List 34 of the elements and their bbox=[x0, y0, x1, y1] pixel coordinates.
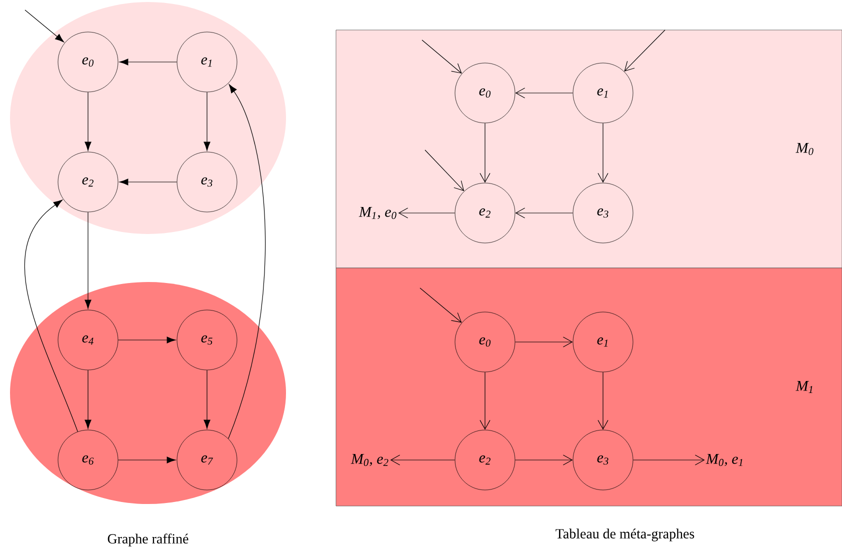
state-reference: M$_{1}$, e$_{0}$ bbox=[358, 206, 396, 220]
arrow bbox=[632, 454, 705, 466]
arrow bbox=[598, 122, 608, 183]
arrow bbox=[84, 370, 92, 429]
arrow bbox=[84, 92, 92, 151]
arrow bbox=[598, 372, 608, 430]
region-ellipse bbox=[10, 282, 286, 504]
arrow bbox=[228, 84, 266, 439]
arrow bbox=[514, 336, 573, 348]
arrow bbox=[480, 372, 490, 430]
arrow bbox=[420, 288, 462, 323]
arrow bbox=[624, 30, 666, 72]
state-reference: M$_{0}$, e$_{2}$ bbox=[350, 454, 388, 466]
arrow bbox=[204, 92, 210, 151]
arrow bbox=[398, 208, 456, 218]
arrow bbox=[24, 200, 78, 432]
state-reference: M$_{0}$, e$_{1}$ bbox=[706, 454, 742, 466]
arrow bbox=[424, 150, 464, 192]
arrow bbox=[84, 212, 92, 309]
arrow bbox=[515, 208, 574, 218]
arrow bbox=[118, 336, 176, 344]
arrow bbox=[118, 456, 176, 464]
arrow bbox=[119, 58, 178, 66]
arrow bbox=[422, 40, 462, 74]
caption: Graphe raffiné bbox=[108, 534, 188, 546]
arrow bbox=[515, 88, 574, 98]
arrow bbox=[24, 10, 64, 42]
region-ellipse bbox=[10, 2, 286, 234]
arrow bbox=[390, 454, 456, 466]
arrow bbox=[204, 370, 210, 429]
arrow bbox=[480, 122, 490, 183]
arrow bbox=[119, 178, 178, 186]
caption: Tableau de méta-graphes bbox=[556, 528, 694, 542]
arrow bbox=[514, 454, 573, 466]
